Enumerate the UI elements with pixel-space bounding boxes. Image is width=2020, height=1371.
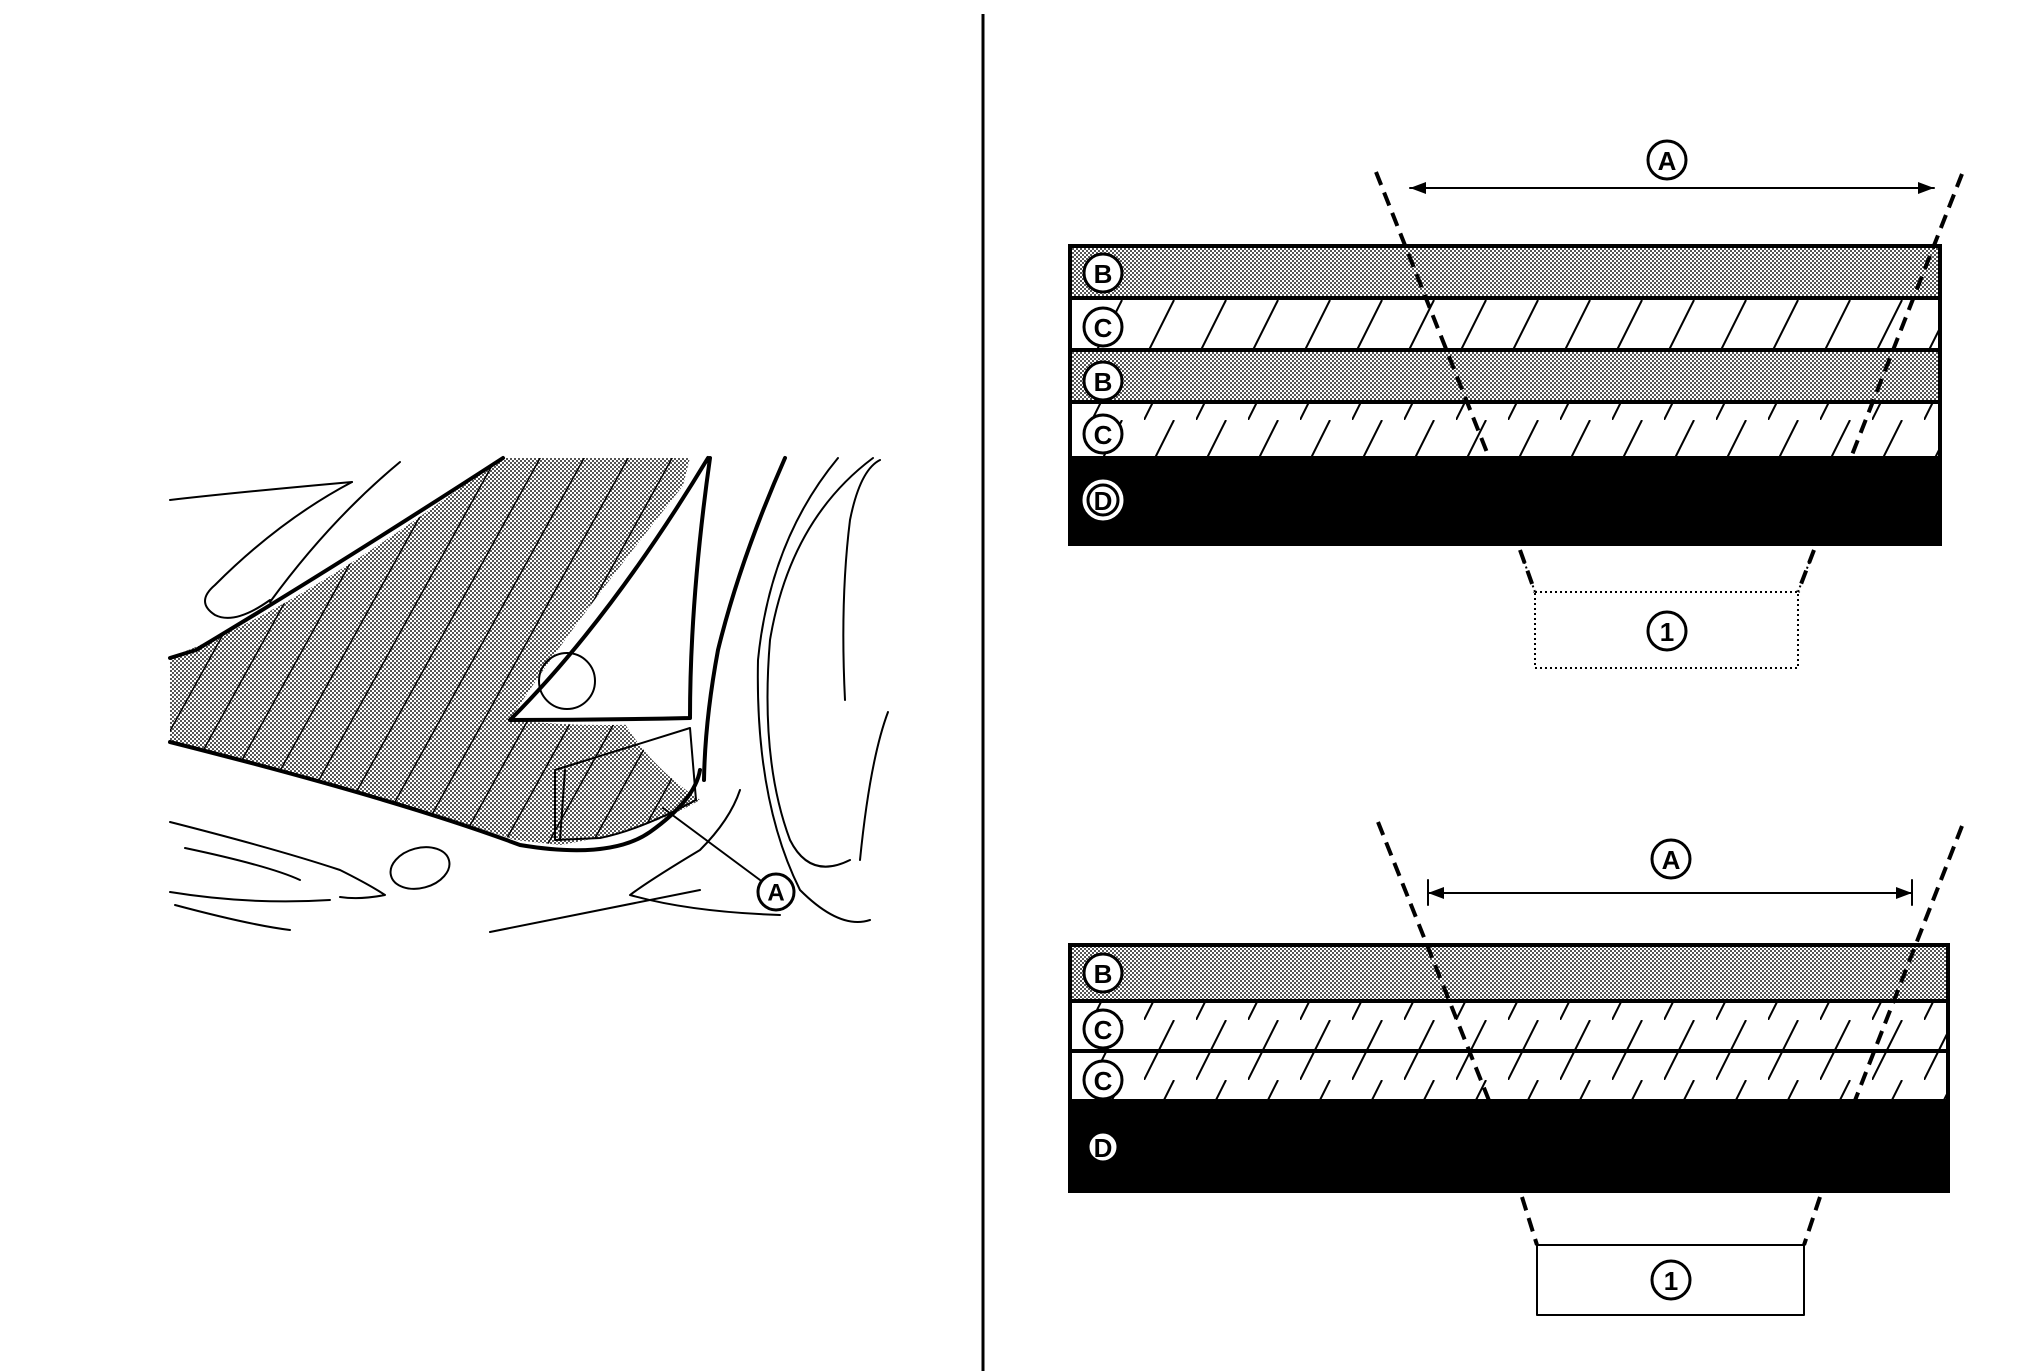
top-spec-box (1534, 591, 1799, 669)
callout-a-label: A (767, 880, 784, 907)
bumper-outline (168, 456, 505, 660)
top-layer-label-b1-circle (1082, 252, 1124, 294)
top-layer-label-b2: B (1094, 367, 1113, 397)
layer-c-1 (1068, 296, 1942, 352)
bottom-spec-box (1536, 1244, 1805, 1316)
layer-b-1 (1068, 244, 1942, 300)
top-layer-diagram: A B C B C D 1 (1068, 139, 1964, 669)
top-layer-label-d: D (1094, 486, 1113, 516)
turn-signal (389, 846, 451, 890)
bottom-layer-label-d: D (1094, 1133, 1113, 1163)
bottom-spec-label: 1 (1664, 1266, 1678, 1296)
top-layer-label-c1-circle (1082, 306, 1124, 348)
layer-c-4 (1068, 1049, 1950, 1103)
callout-a-circle (756, 872, 796, 912)
top-dim-a-circle (1646, 139, 1688, 181)
callout-leader (662, 807, 761, 881)
bottom-layer-label-b-circle (1082, 952, 1124, 994)
bottom-spec-circle (1650, 1259, 1692, 1301)
bottom-layer-label-d-circle (1086, 1130, 1120, 1164)
layer-d (1068, 456, 1942, 546)
car-front-illustration: A (168, 456, 889, 933)
layer-c-3 (1068, 999, 1950, 1053)
bottom-layer-label-c2: C (1094, 1066, 1113, 1096)
fog-lamp (538, 652, 596, 710)
bottom-dim-a-label: A (1662, 845, 1681, 875)
bottom-layer-label-c2-circle (1082, 1059, 1124, 1101)
top-layer-label-c1: C (1094, 313, 1113, 343)
layer-b-3 (1068, 943, 1950, 1003)
bottom-dim-a-circle (1650, 838, 1692, 880)
bottom-layer-label-b: B (1094, 959, 1113, 989)
top-layer-label-b1: B (1094, 259, 1113, 289)
layer-c-2 (1068, 400, 1942, 460)
bottom-layer-label-c1: C (1094, 1015, 1113, 1045)
bottom-layer-label-c1-circle (1082, 1008, 1124, 1050)
layer-b-2 (1068, 348, 1942, 404)
top-layer-label-b2-circle (1082, 360, 1124, 402)
layer-d-2 (1068, 1099, 1950, 1193)
top-spec-circle (1646, 610, 1688, 652)
top-dim-a-label: A (1658, 146, 1677, 176)
bottom-layer-diagram: A B C C D 1 (1068, 821, 1964, 1316)
bumper-surface (170, 458, 700, 845)
top-layer-label-c2-circle (1082, 413, 1124, 455)
top-spec-label: 1 (1660, 617, 1674, 647)
top-layer-label-c2: C (1094, 420, 1113, 450)
